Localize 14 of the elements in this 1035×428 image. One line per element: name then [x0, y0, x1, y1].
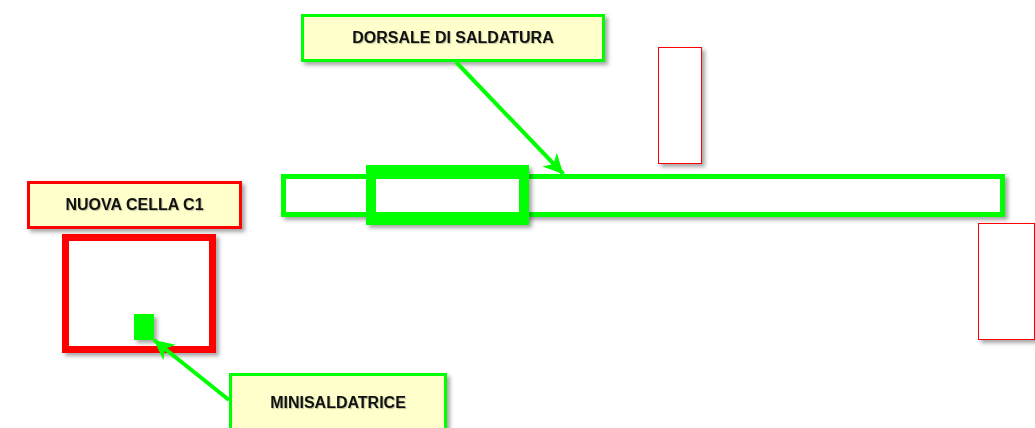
- callout-box: [229, 373, 447, 428]
- callout-text: NUOVA CELLA C1: [65, 196, 204, 214]
- arrow: [152, 338, 231, 402]
- mini-welder-square: [134, 314, 154, 340]
- callout-text: MINISALDATRICE: [270, 394, 406, 412]
- cell-box: [62, 234, 216, 353]
- callout-box: [301, 14, 605, 62]
- welding-section-box: [366, 165, 529, 225]
- callout-text: DORSALE DI SALDATURA: [352, 29, 554, 47]
- callout-box: [27, 181, 242, 229]
- station-box: [658, 47, 702, 164]
- station-box: [978, 223, 1035, 340]
- welding-spine-bar: [281, 174, 1005, 217]
- arrow: [454, 60, 565, 176]
